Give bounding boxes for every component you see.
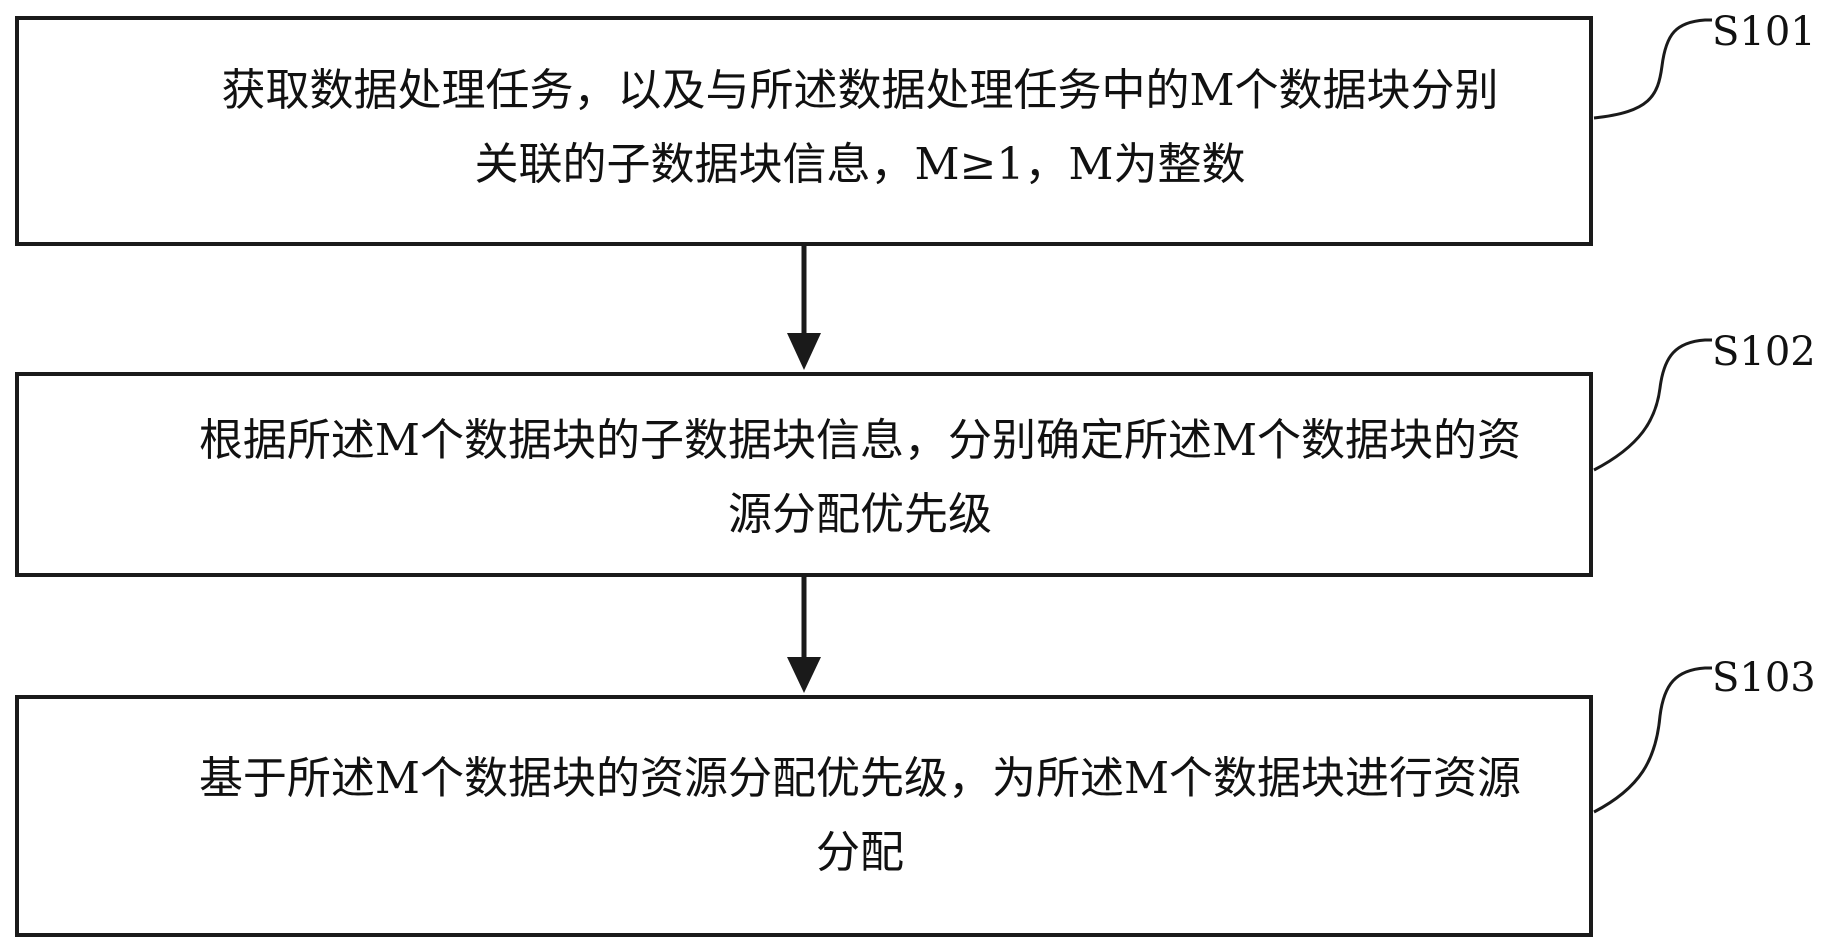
step-label-s103: S103 [1712, 655, 1816, 701]
step-box-s101 [15, 16, 1593, 246]
step-box-s102 [15, 372, 1593, 577]
leader-curve-s101 [1593, 18, 1712, 120]
step-text-s101-line2: 关联的子数据块信息，M≥1，M为整数 [474, 139, 1246, 190]
arrow-s101-to-s102 [787, 246, 821, 370]
step-text-s103-line1: 基于所述M个数据块的资源分配优先级，为所述M个数据块进行资源 [198, 753, 1522, 804]
step-label-s102: S102 [1712, 329, 1816, 375]
step-text-s101-line1: 获取数据处理任务，以及与所述数据处理任务中的M个数据块分别 [221, 65, 1499, 116]
leader-curve-s102 [1593, 338, 1712, 472]
step-box-s103 [15, 695, 1593, 937]
step-label-s101: S101 [1712, 9, 1816, 55]
leader-curve-s103 [1593, 666, 1712, 814]
step-text-s103-line2: 分配 [816, 827, 904, 878]
step-text-s103: 基于所述M个数据块的资源分配优先级，为所述M个数据块进行资源 分配 [120, 742, 1600, 890]
arrow-s102-to-s103 [787, 577, 821, 693]
step-text-s102: 根据所述M个数据块的子数据块信息，分别确定所述M个数据块的资 源分配优先级 [120, 404, 1600, 552]
step-text-s102-line2: 源分配优先级 [728, 489, 992, 540]
step-text-s101: 获取数据处理任务，以及与所述数据处理任务中的M个数据块分别 关联的子数据块信息，… [120, 54, 1600, 202]
step-text-s102-line1: 根据所述M个数据块的子数据块信息，分别确定所述M个数据块的资 [198, 415, 1522, 466]
